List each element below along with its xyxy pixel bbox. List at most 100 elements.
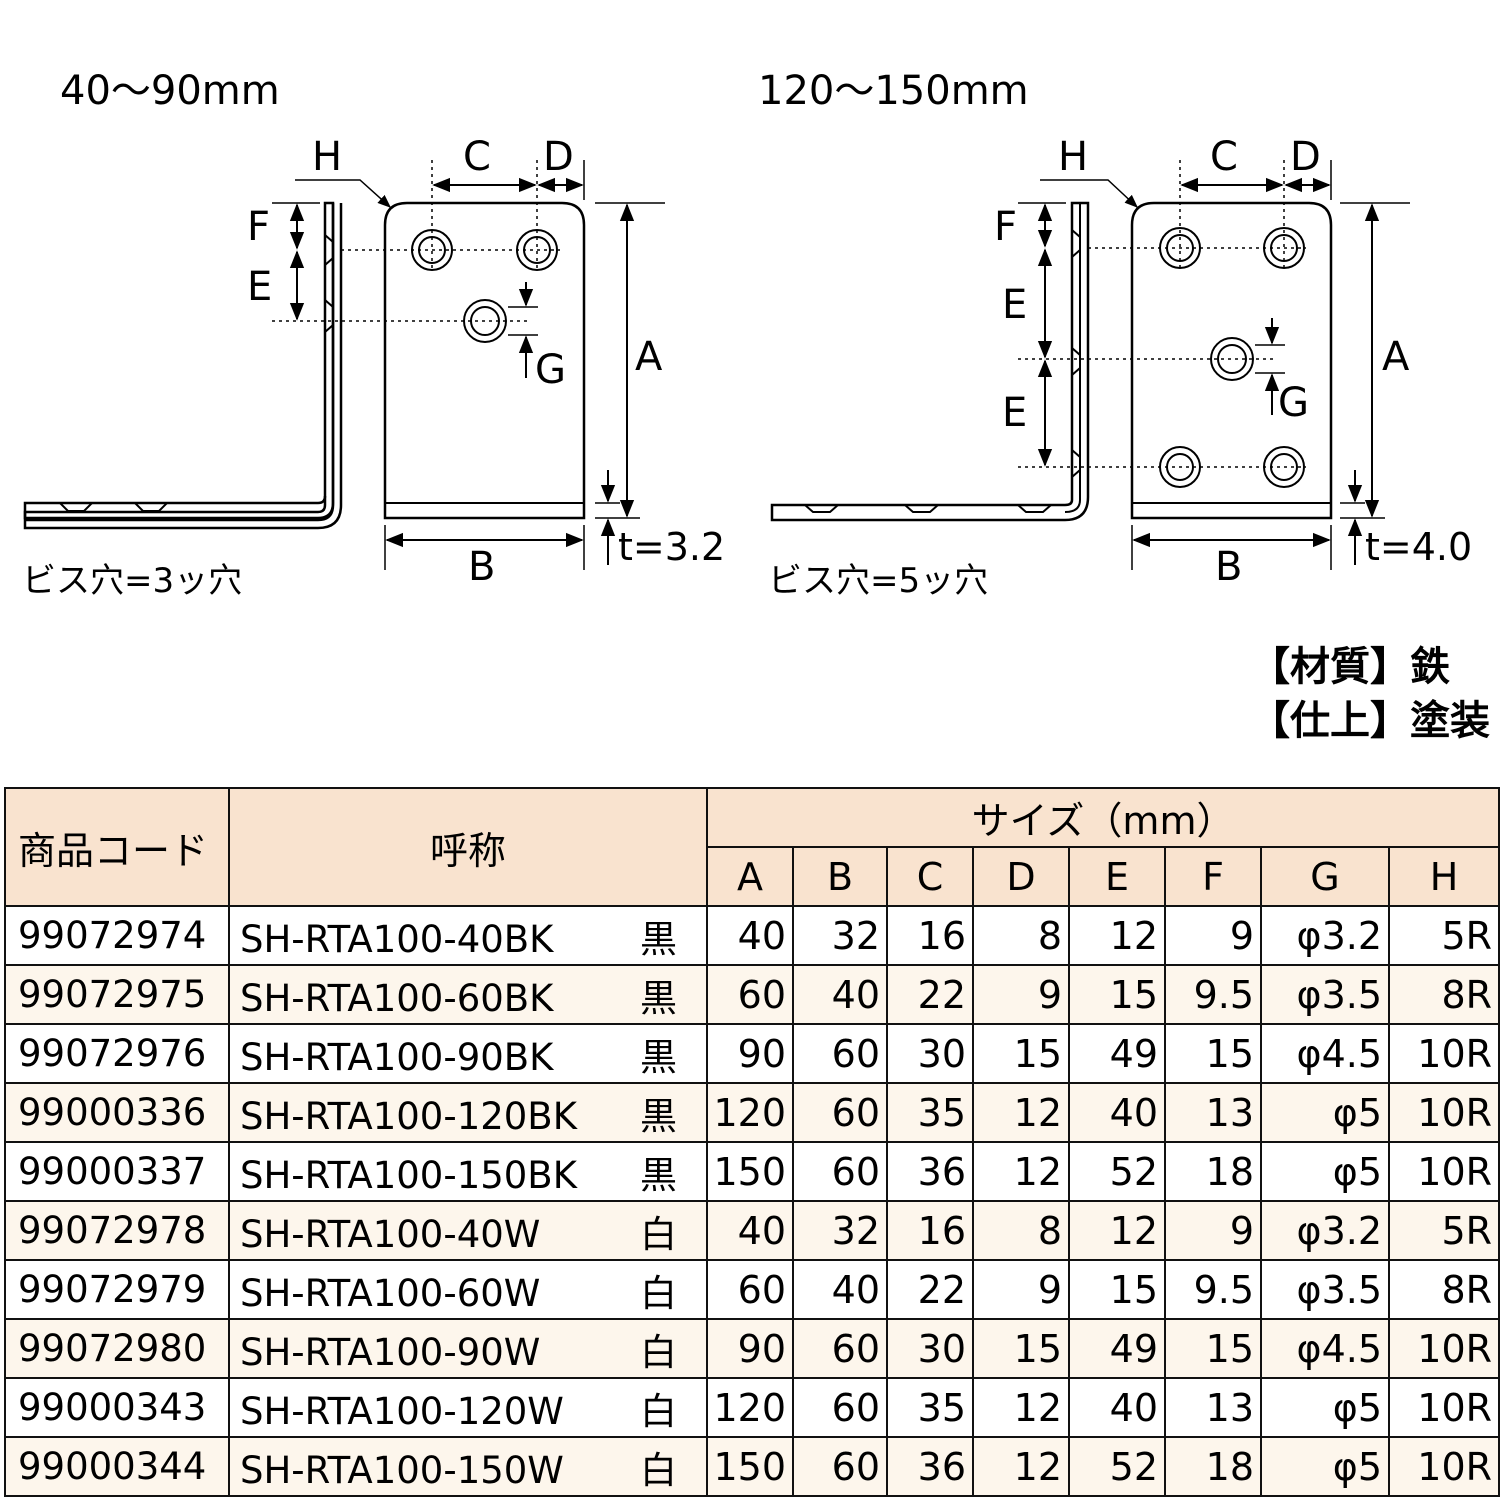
dim-D-small: D [543, 134, 574, 180]
product-code: 99000343 [4, 1377, 230, 1438]
product-code: 99072975 [4, 964, 230, 1025]
size-f: 18 [1164, 1141, 1262, 1202]
header-col-b: B [792, 846, 888, 907]
size-b: 60 [792, 1023, 888, 1084]
size-e: 15 [1068, 1259, 1166, 1320]
product-name: SH-RTA100-90BK [240, 1035, 554, 1079]
header-name: 呼称 [228, 787, 708, 907]
product-color: 黒 [640, 1094, 677, 1138]
dim-G-small: G [535, 347, 566, 393]
size-h: 10R [1387, 1318, 1500, 1379]
size-d: 8 [972, 1200, 1070, 1261]
size-c: 22 [886, 964, 974, 1025]
size-b: 60 [792, 1436, 888, 1497]
size-a: 90 [706, 1318, 794, 1379]
size-a: 40 [706, 905, 794, 966]
header-size: サイズ（mm） [705, 787, 1500, 848]
size-d: 9 [972, 1259, 1070, 1320]
size-g: φ3.2 [1260, 1200, 1390, 1261]
drawing-small: 40～90mm C D H [22, 68, 725, 601]
dim-E2-large: E [1002, 390, 1027, 436]
size-g: φ3.5 [1260, 1259, 1390, 1320]
size-c: 16 [886, 1200, 974, 1261]
product-name-cell: SH-RTA100-40BK 黒 [228, 905, 708, 966]
product-name: SH-RTA100-150BK [240, 1153, 577, 1197]
size-a: 120 [706, 1082, 794, 1143]
product-color: 黒 [640, 976, 677, 1020]
size-h: 10R [1387, 1377, 1500, 1438]
product-name: SH-RTA100-40W [240, 1212, 541, 1256]
size-a: 150 [706, 1141, 794, 1202]
dim-E-small: E [247, 264, 272, 310]
size-d: 12 [972, 1377, 1070, 1438]
product-code: 99000337 [4, 1141, 230, 1202]
size-g: φ5 [1260, 1377, 1390, 1438]
size-d: 8 [972, 905, 1070, 966]
size-d: 15 [972, 1023, 1070, 1084]
size-d: 9 [972, 964, 1070, 1025]
product-name: SH-RTA100-90W [240, 1330, 541, 1374]
size-a: 150 [706, 1436, 794, 1497]
size-f: 9 [1164, 1200, 1262, 1261]
size-d: 12 [972, 1436, 1070, 1497]
product-name: SH-RTA100-40BK [240, 917, 554, 961]
dim-C-large: C [1210, 134, 1238, 180]
size-f: 15 [1164, 1023, 1262, 1084]
product-code: 99072978 [4, 1200, 230, 1261]
hole-note-small: ビス穴=3ッ穴 [22, 561, 242, 601]
dim-D-large: D [1290, 134, 1321, 180]
header-product-code: 商品コード [4, 787, 230, 907]
dim-F-large: F [994, 204, 1017, 250]
header-col-f: F [1164, 846, 1262, 907]
material-line: 【材質】鉄 [1250, 644, 1450, 690]
product-name: SH-RTA100-150W [240, 1448, 564, 1492]
drawing-large: 120～150mm C D H [758, 68, 1472, 601]
size-e: 52 [1068, 1436, 1166, 1497]
size-h: 5R [1387, 1200, 1500, 1261]
size-g: φ3.2 [1260, 905, 1390, 966]
size-e: 52 [1068, 1141, 1166, 1202]
size-f: 13 [1164, 1377, 1262, 1438]
size-e: 40 [1068, 1082, 1166, 1143]
size-b: 60 [792, 1377, 888, 1438]
size-c: 16 [886, 905, 974, 966]
size-f: 15 [1164, 1318, 1262, 1379]
size-e: 49 [1068, 1023, 1166, 1084]
size-h: 8R [1387, 964, 1500, 1025]
dim-A-large: A [1382, 334, 1410, 380]
product-color: 黒 [640, 917, 677, 961]
side-profile-small [23, 201, 335, 520]
size-b: 40 [792, 1259, 888, 1320]
size-b: 32 [792, 1200, 888, 1261]
size-g: φ4.5 [1260, 1318, 1390, 1379]
product-code: 99072974 [4, 905, 230, 966]
header-col-g: G [1260, 846, 1390, 907]
header-col-e: E [1068, 846, 1166, 907]
size-c: 30 [886, 1318, 974, 1379]
front-plate-small [383, 201, 586, 520]
size-e: 12 [1068, 905, 1166, 966]
header-col-a: A [706, 846, 794, 907]
product-code: 99072979 [4, 1259, 230, 1320]
size-b: 60 [792, 1082, 888, 1143]
range-label-large: 120～150mm [758, 68, 1029, 114]
